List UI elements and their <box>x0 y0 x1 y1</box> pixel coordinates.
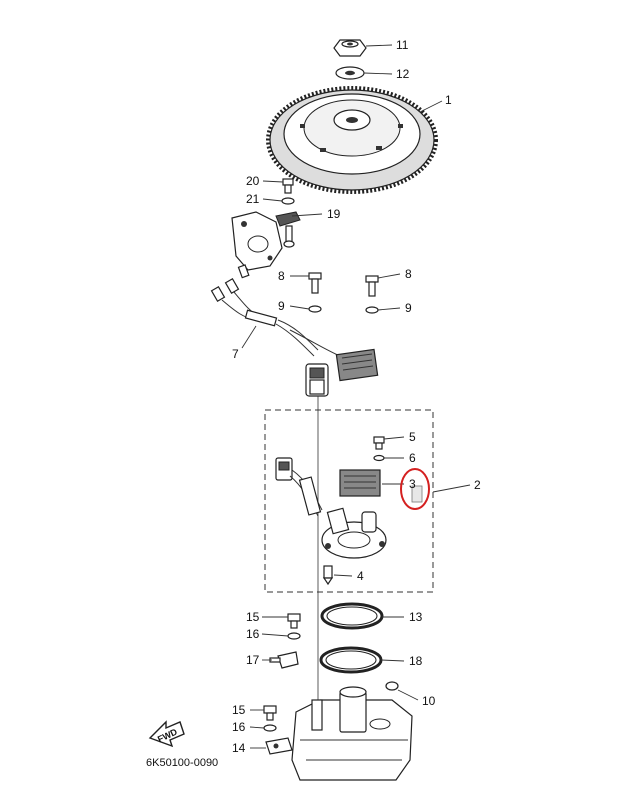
callout-11: 11 <box>396 38 409 52</box>
leader-2 <box>432 484 471 493</box>
leader-19 <box>291 213 323 217</box>
part-ring-13 <box>320 602 384 630</box>
part-bolt-15-lower <box>263 705 277 721</box>
part-bolt-15-upper <box>287 613 301 629</box>
leader-21 <box>262 198 283 202</box>
callout-16-upper: 16 <box>246 627 260 641</box>
part-wiring-harness <box>210 264 379 397</box>
callout-8-left: 8 <box>278 269 285 283</box>
leader-12 <box>363 72 393 75</box>
callout-15-lower: 15 <box>232 703 246 717</box>
part-flywheel <box>266 86 438 194</box>
callout-10: 10 <box>422 694 436 708</box>
leader-5 <box>383 436 405 440</box>
leader-16-upper <box>261 633 289 637</box>
callout-9-left: 9 <box>278 299 285 313</box>
callout-19: 19 <box>327 207 341 221</box>
stator-assembly-box <box>264 409 434 593</box>
part-washer-9-right <box>365 306 379 314</box>
part-washer-9-left <box>308 305 322 313</box>
callout-7: 7 <box>232 347 239 361</box>
leader-16-lower <box>249 726 265 729</box>
diagram-code: 6K50100-0090 <box>146 757 218 769</box>
callout-5: 5 <box>409 430 416 444</box>
leader-1 <box>419 100 443 113</box>
callout-21: 21 <box>246 192 260 206</box>
part-washer-16-upper <box>287 632 301 640</box>
callout-20: 20 <box>246 174 260 188</box>
part-washer-6 <box>373 454 385 462</box>
callout-3: 3 <box>409 477 416 491</box>
callout-9-right: 9 <box>405 301 412 315</box>
leader-9-left <box>289 305 310 310</box>
callout-6: 6 <box>409 451 416 465</box>
callout-15-upper: 15 <box>246 610 260 624</box>
leader-18 <box>380 659 405 662</box>
part-washer-21 <box>281 197 295 205</box>
part-pin-10 <box>385 681 399 691</box>
part-charge-coil-3 <box>411 485 423 503</box>
part-washer <box>335 66 365 80</box>
callout-2: 2 <box>474 478 481 492</box>
part-crankcase-base <box>291 686 413 781</box>
callout-18: 18 <box>409 654 423 668</box>
leader-9-right <box>377 307 401 311</box>
part-clip-14 <box>265 737 293 755</box>
callout-1: 1 <box>445 93 452 107</box>
part-stator-assembly <box>275 457 387 559</box>
part-screw-5 <box>373 436 385 450</box>
leader-11 <box>365 44 393 47</box>
callout-13: 13 <box>409 610 423 624</box>
part-pulser-bracket <box>231 211 301 271</box>
callout-4: 4 <box>357 569 364 583</box>
callout-16-lower: 16 <box>232 720 246 734</box>
leader-4 <box>333 574 353 577</box>
leader-20 <box>262 180 284 183</box>
part-bolt-20 <box>282 178 294 194</box>
leader-7 <box>241 325 257 349</box>
callout-14: 14 <box>232 741 246 755</box>
highlight-ring <box>400 468 430 510</box>
part-washer-16-lower <box>263 724 277 732</box>
part-ring-18 <box>319 646 383 674</box>
fwd-arrow-icon: FWD <box>148 720 185 748</box>
part-screw-4 <box>322 565 334 586</box>
part-clamp-17 <box>269 651 299 669</box>
part-nut <box>333 39 367 57</box>
callout-12: 12 <box>396 67 410 81</box>
leader-8-right <box>377 273 401 279</box>
callout-17: 17 <box>246 653 260 667</box>
leader-10 <box>397 689 419 701</box>
part-bolt-8-left <box>308 272 322 294</box>
part-bolt-8-right <box>365 275 379 297</box>
callout-8-right: 8 <box>405 267 412 281</box>
